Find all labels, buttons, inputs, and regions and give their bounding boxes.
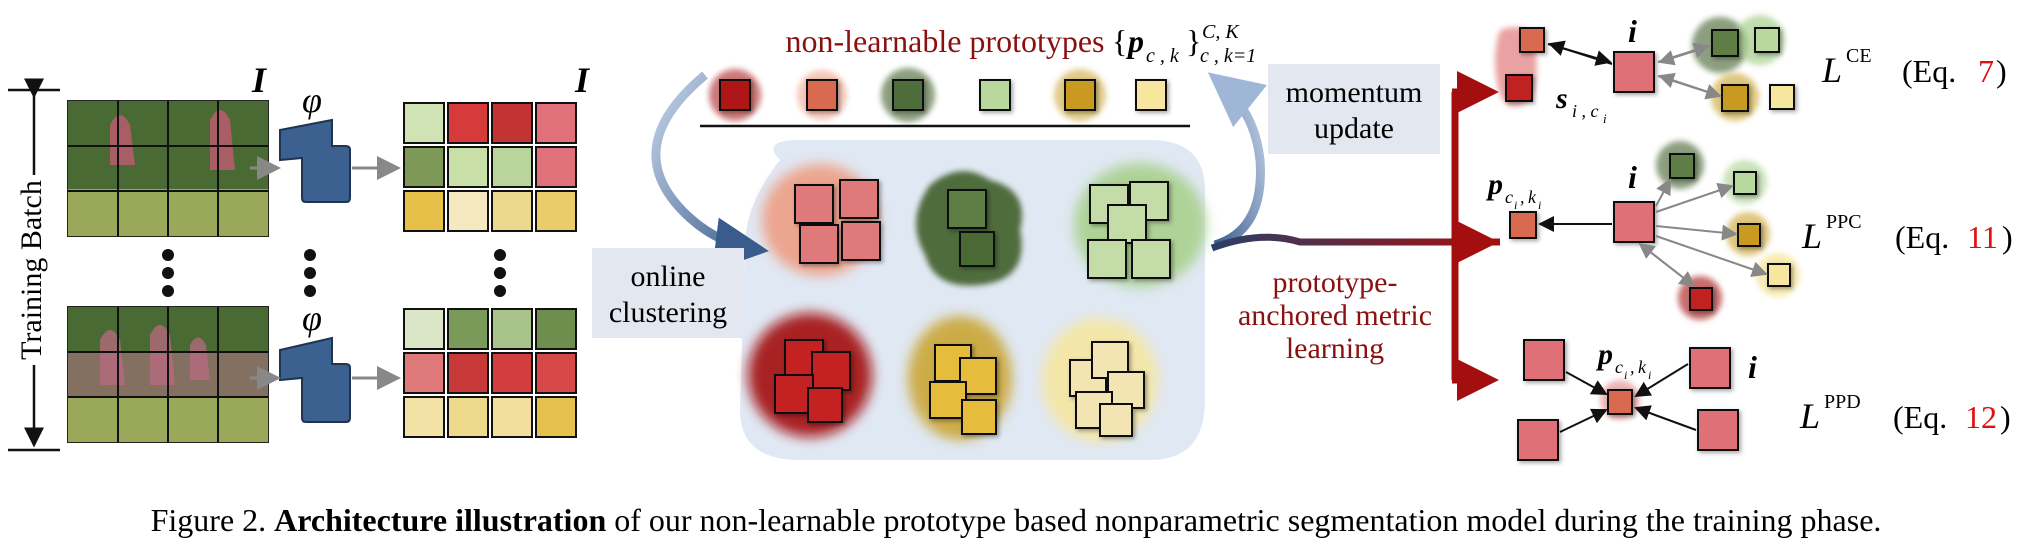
cluster-light-green	[1074, 163, 1206, 287]
ellipsis-dots	[162, 249, 506, 297]
anchor-subsub-i: i	[1514, 198, 1517, 212]
training-batch-bracket: Training Batch	[8, 78, 60, 452]
prototype-salmon	[797, 70, 847, 120]
prototypes-set-notation: { p c , k } C, K c , k=1	[1112, 21, 1256, 67]
anchor-sub-c-2: c	[1615, 357, 1623, 377]
online-clustering-line2: clustering	[609, 296, 727, 329]
input-image-bottom	[67, 306, 269, 443]
momentum-update-box	[1268, 64, 1440, 154]
anchor-comma: ,	[1520, 187, 1525, 207]
training-batch-label: Training Batch	[15, 180, 48, 360]
anchor-p-2: p	[1595, 338, 1613, 371]
ppc-panel: i p c i , k i	[1485, 141, 1800, 320]
input-image-top	[67, 100, 269, 237]
metric-branch-arrows	[1451, 71, 1499, 401]
feature-map-bottom	[403, 308, 577, 438]
cluster-light-yellow	[1042, 318, 1158, 442]
momentum-update-arrow	[1207, 72, 1268, 250]
anchor-sub-k: k	[1528, 187, 1537, 207]
anchor-sub-c: c	[1505, 187, 1513, 207]
set-close-brace: }	[1186, 23, 1201, 59]
loss-ce-script: L	[1821, 50, 1842, 90]
online-clustering-line1: online	[631, 260, 706, 293]
output-map-symbol: I	[574, 60, 591, 100]
loss-ppc: L PPC (Eq. 11 )	[1801, 211, 2013, 256]
metric-learning-line2: anchored metric	[1238, 299, 1432, 332]
set-sup: C, K	[1202, 21, 1240, 43]
caption-prefix: Figure 2.	[150, 502, 267, 538]
set-sub2: c , k=1	[1200, 45, 1256, 67]
cluster-salmon	[762, 164, 881, 276]
metric-flow-arrow	[1210, 233, 1500, 252]
prototypes-title: non-learnable prototypes	[786, 23, 1105, 59]
online-clustering-arrow	[651, 71, 769, 272]
ppd-panel: i p c i , k i	[1517, 338, 1757, 461]
input-image-symbol: I	[251, 60, 268, 100]
encoder-symbol-2: φ	[302, 298, 322, 338]
loss-ppc-eq-close: )	[2002, 219, 2013, 255]
anchor-comma-2: ,	[1630, 357, 1635, 377]
ppd-pixel-symbol: i	[1748, 349, 1757, 385]
loss-ppd-eq-close: )	[2000, 399, 2011, 435]
loss-ppd-eq-open: (Eq.	[1893, 399, 1947, 435]
prototype-dark-green	[881, 68, 935, 122]
loss-ce-sup: CE	[1846, 45, 1872, 67]
figure-caption: Figure 2. Architecture illustration of o…	[0, 500, 2032, 540]
online-clustering-box	[592, 248, 744, 338]
prototype-light-green	[979, 79, 1011, 111]
loss-ce-eq-number: 7	[1978, 53, 1994, 89]
ppc-pixel-symbol: i	[1628, 159, 1637, 195]
set-open-brace: {	[1112, 23, 1127, 59]
loss-ppc-sup: PPC	[1826, 211, 1862, 233]
caption-bold: Architecture illustration	[274, 502, 607, 538]
loss-ppd-script: L	[1799, 396, 1820, 436]
anchor-subsub-i-4: i	[1648, 368, 1651, 382]
loss-ce-eq-close: )	[1996, 53, 2007, 89]
loss-ppc-eq-open: (Eq.	[1895, 219, 1949, 255]
loss-ce: L CE (Eq. 7 )	[1821, 45, 2007, 90]
loss-ppc-script: L	[1801, 216, 1822, 256]
prototype-dark-yellow	[1054, 69, 1106, 121]
prototype-light-yellow	[1135, 79, 1167, 111]
loss-ppd: L PPD (Eq. 12 )	[1799, 391, 2011, 436]
caption-rest: of our non-learnable prototype based non…	[614, 502, 1882, 538]
encoder-top: φ	[279, 80, 351, 203]
loss-ce-eq-open: (Eq.	[1902, 53, 1956, 89]
loss-ppd-sup: PPD	[1824, 391, 1861, 413]
metric-learning-line1: prototype-	[1273, 266, 1398, 299]
momentum-update-line2: update	[1314, 112, 1394, 145]
anchor-p: p	[1485, 168, 1503, 201]
ppc-anchor-symbol: p c i , k i	[1485, 168, 1541, 212]
cluster-dark-green	[916, 171, 1022, 286]
similarity-symbol-subsub: i	[1603, 111, 1607, 126]
momentum-update-line1: momentum	[1286, 76, 1423, 109]
encoder-bottom: φ	[279, 298, 351, 423]
prototype-squares	[709, 68, 1167, 122]
metric-learning-line3: learning	[1286, 332, 1384, 365]
loss-ppc-eq-number: 11	[1967, 219, 1998, 255]
cluster-dark-yellow	[908, 316, 1012, 440]
similarity-symbol-s: s	[1555, 82, 1568, 115]
anchor-subsub-i-2: i	[1538, 198, 1541, 212]
anchor-subsub-i-3: i	[1624, 368, 1627, 382]
similarity-symbol-sub: i , c	[1572, 101, 1599, 121]
loss-ppd-eq-number: 12	[1965, 399, 1997, 435]
feature-map-top	[403, 102, 577, 232]
encoder-arrows	[250, 156, 401, 390]
set-p: p	[1125, 23, 1144, 59]
cluster-dark-red	[748, 313, 872, 437]
prototype-dark-red	[709, 69, 761, 121]
set-sub: c , k	[1146, 45, 1180, 67]
anchor-sub-k-2: k	[1638, 357, 1647, 377]
encoder-symbol: φ	[302, 80, 322, 120]
architecture-diagram: Training Batch I I φ φ	[8, 13, 2013, 461]
ce-panel: i s i , c i	[1495, 13, 1795, 126]
ppd-anchor-symbol: p c i , k i	[1595, 338, 1651, 382]
ce-pixel-symbol: i	[1628, 13, 1637, 49]
